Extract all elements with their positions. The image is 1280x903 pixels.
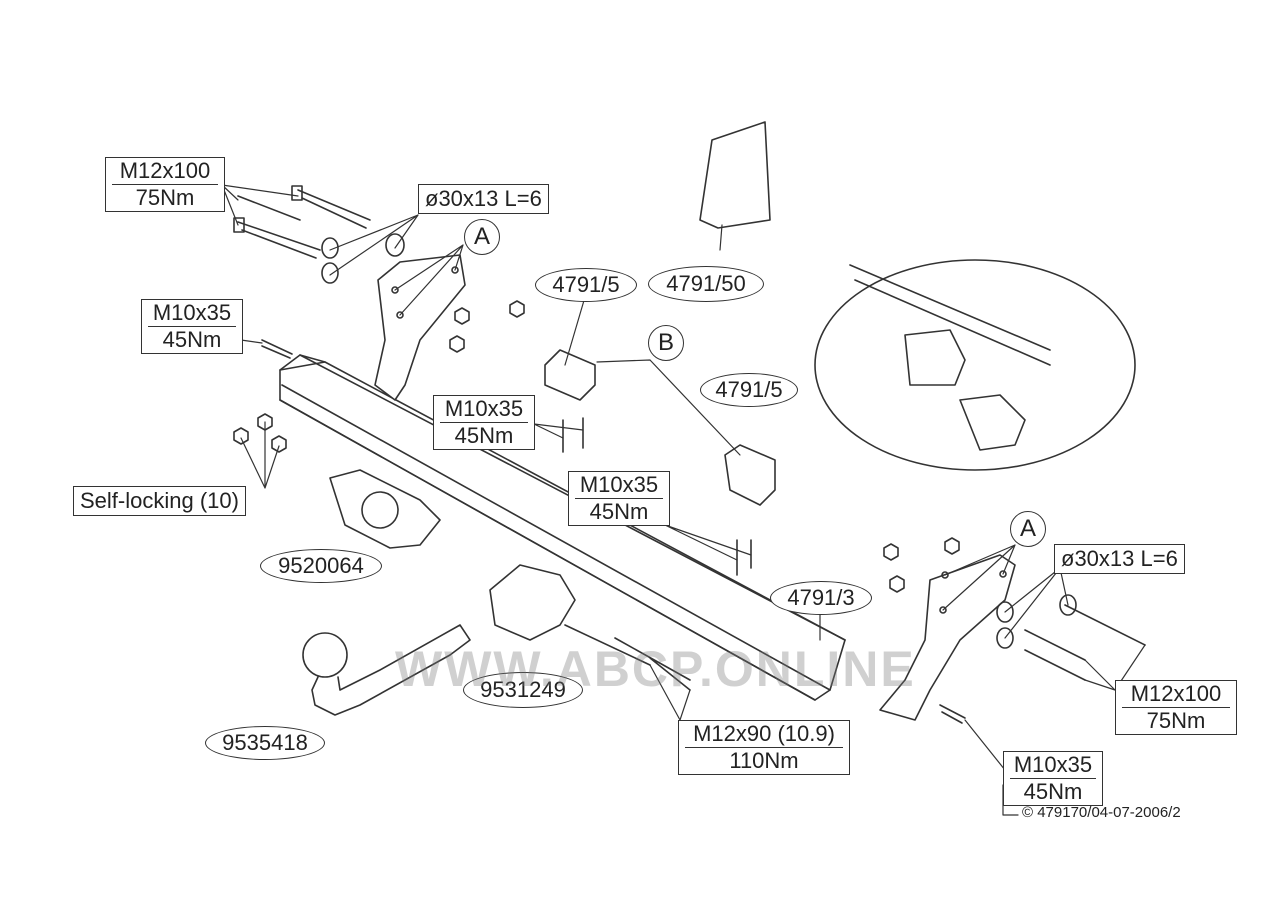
part-label-9520064: 9520064 xyxy=(260,549,382,583)
nuts-left xyxy=(449,300,525,353)
leader-lines xyxy=(221,184,1146,816)
bolt-torque: 45Nm xyxy=(1023,779,1083,804)
bolt-label-m10x35-center1: M10x35 45Nm xyxy=(433,395,535,450)
watermark: WWW.ABCP.ONLINE xyxy=(395,641,916,697)
detail-inset xyxy=(814,259,1136,471)
part-label-9535418: 9535418 xyxy=(205,726,325,760)
washer-label-right: ø30x13 L=6 xyxy=(1054,544,1185,574)
nuts-right xyxy=(883,537,960,593)
part-label-4791-50: 4791/50 xyxy=(648,266,764,302)
bolt-spec: M12x100 xyxy=(1122,681,1230,708)
part-label-9531249: 9531249 xyxy=(463,672,583,708)
bolt-label-m10x35-right: M10x35 45Nm xyxy=(1003,751,1103,806)
washers-left xyxy=(321,233,405,284)
bolt-label-m12x90: M12x90 (10.9) 110Nm xyxy=(678,720,850,775)
bolt-torque: 45Nm xyxy=(454,423,514,448)
m10x35-bolt-right xyxy=(939,704,966,724)
bolt-torque: 75Nm xyxy=(1146,708,1206,733)
left-side-bracket xyxy=(374,254,466,401)
bolt-label-m10x35-center2: M10x35 45Nm xyxy=(568,471,670,526)
bolt-spec: M12x90 (10.9) xyxy=(685,721,843,748)
mount-bracket-4791-5-top xyxy=(544,349,596,401)
copyright-notice: © 479170/04-07-2006/2 xyxy=(1022,804,1181,821)
bolt-torque: 75Nm xyxy=(135,185,195,210)
bolt-spec: M12x100 xyxy=(112,158,218,185)
part-label-4791-5-top: 4791/5 xyxy=(535,268,637,302)
mount-bracket-4791-5-right xyxy=(724,444,776,506)
bolt-label-m12x100-left: M12x100 75Nm xyxy=(105,157,225,212)
washer-label-left: ø30x13 L=6 xyxy=(418,184,549,214)
washers-right xyxy=(996,594,1077,649)
self-locking-nuts xyxy=(233,413,287,453)
right-side-bracket xyxy=(879,554,1016,721)
bolt-spec: M10x35 xyxy=(1010,752,1096,779)
m12x100-bolts-left xyxy=(233,185,371,259)
coupling-9531249 xyxy=(489,564,576,641)
bolt-spec: M10x35 xyxy=(440,396,528,423)
ref-marker-a-right: A xyxy=(1010,511,1046,547)
ref-marker-a-left: A xyxy=(464,219,500,255)
part-label-4791-3: 4791/3 xyxy=(770,581,872,615)
socket-plate-9520064 xyxy=(329,469,441,549)
m10x35-bolt-left xyxy=(261,339,293,359)
bolt-torque: 110Nm xyxy=(729,748,799,773)
m12x100-bolts-right xyxy=(1024,604,1146,681)
bolt-label-m12x100-right: M12x100 75Nm xyxy=(1115,680,1237,735)
bolt-label-m10x35-left: M10x35 45Nm xyxy=(141,299,243,354)
part-label-4791-5-right: 4791/5 xyxy=(700,373,798,407)
m12x90-bolts xyxy=(564,624,691,691)
bolt-torque: 45Nm xyxy=(162,327,222,352)
bolt-spec: M10x35 xyxy=(148,300,236,327)
ref-marker-b: B xyxy=(648,325,684,361)
m10x35-bolts-center xyxy=(562,417,752,576)
fixing-kit-4791-50 xyxy=(699,121,771,229)
bolt-spec: M10x35 xyxy=(575,472,663,499)
self-locking-label: Self-locking (10) xyxy=(73,486,246,516)
cross-beam xyxy=(279,354,846,701)
tow-ball-9535418 xyxy=(302,624,471,716)
bolt-torque: 45Nm xyxy=(589,499,649,524)
